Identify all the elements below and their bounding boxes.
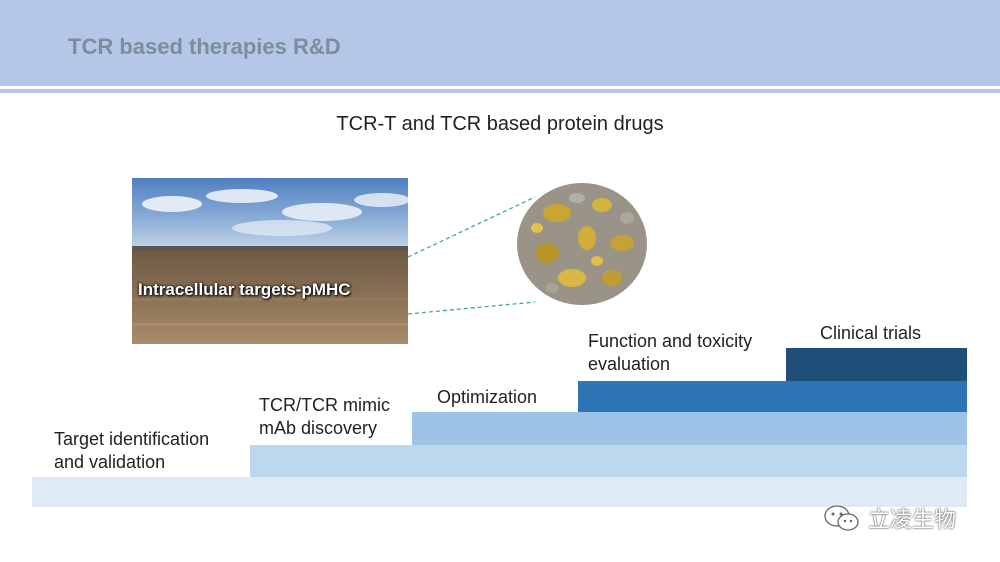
connector-line-bottom: [407, 301, 536, 315]
connector-line-top: [407, 196, 536, 258]
slide-subtitle: TCR-T and TCR based protein drugs: [336, 113, 664, 135]
header-bar: TCR based therapies R&D: [0, 0, 1000, 86]
wechat-icon: [824, 505, 859, 531]
step-bar-function: [578, 381, 967, 412]
watermark: 立凌生物: [822, 502, 956, 534]
page-title: TCR based therapies R&D: [68, 34, 341, 59]
step-bar-clinical: [786, 348, 967, 381]
step-label-discovery: TCR/TCR mimic mAb discovery: [259, 395, 390, 438]
desert-landscape-image: Intracellular targets-pMHC: [132, 178, 408, 344]
step-label-optimization: Optimization: [437, 387, 538, 407]
step-label-function: Function and toxicity evaluation: [588, 331, 753, 374]
step-bar-discovery: [250, 445, 967, 477]
header-divider: [0, 89, 1000, 93]
step-bar-optimization: [412, 412, 967, 445]
pmhc-closeup-image: [517, 183, 647, 305]
step-label-target: Target identification and validation: [54, 429, 210, 472]
photo-caption: Intracellular targets-pMHC: [138, 280, 351, 299]
watermark-text: 立凌生物: [868, 508, 957, 533]
step-bar-target: [32, 477, 967, 507]
step-label-clinical: Clinical trials: [820, 323, 922, 343]
